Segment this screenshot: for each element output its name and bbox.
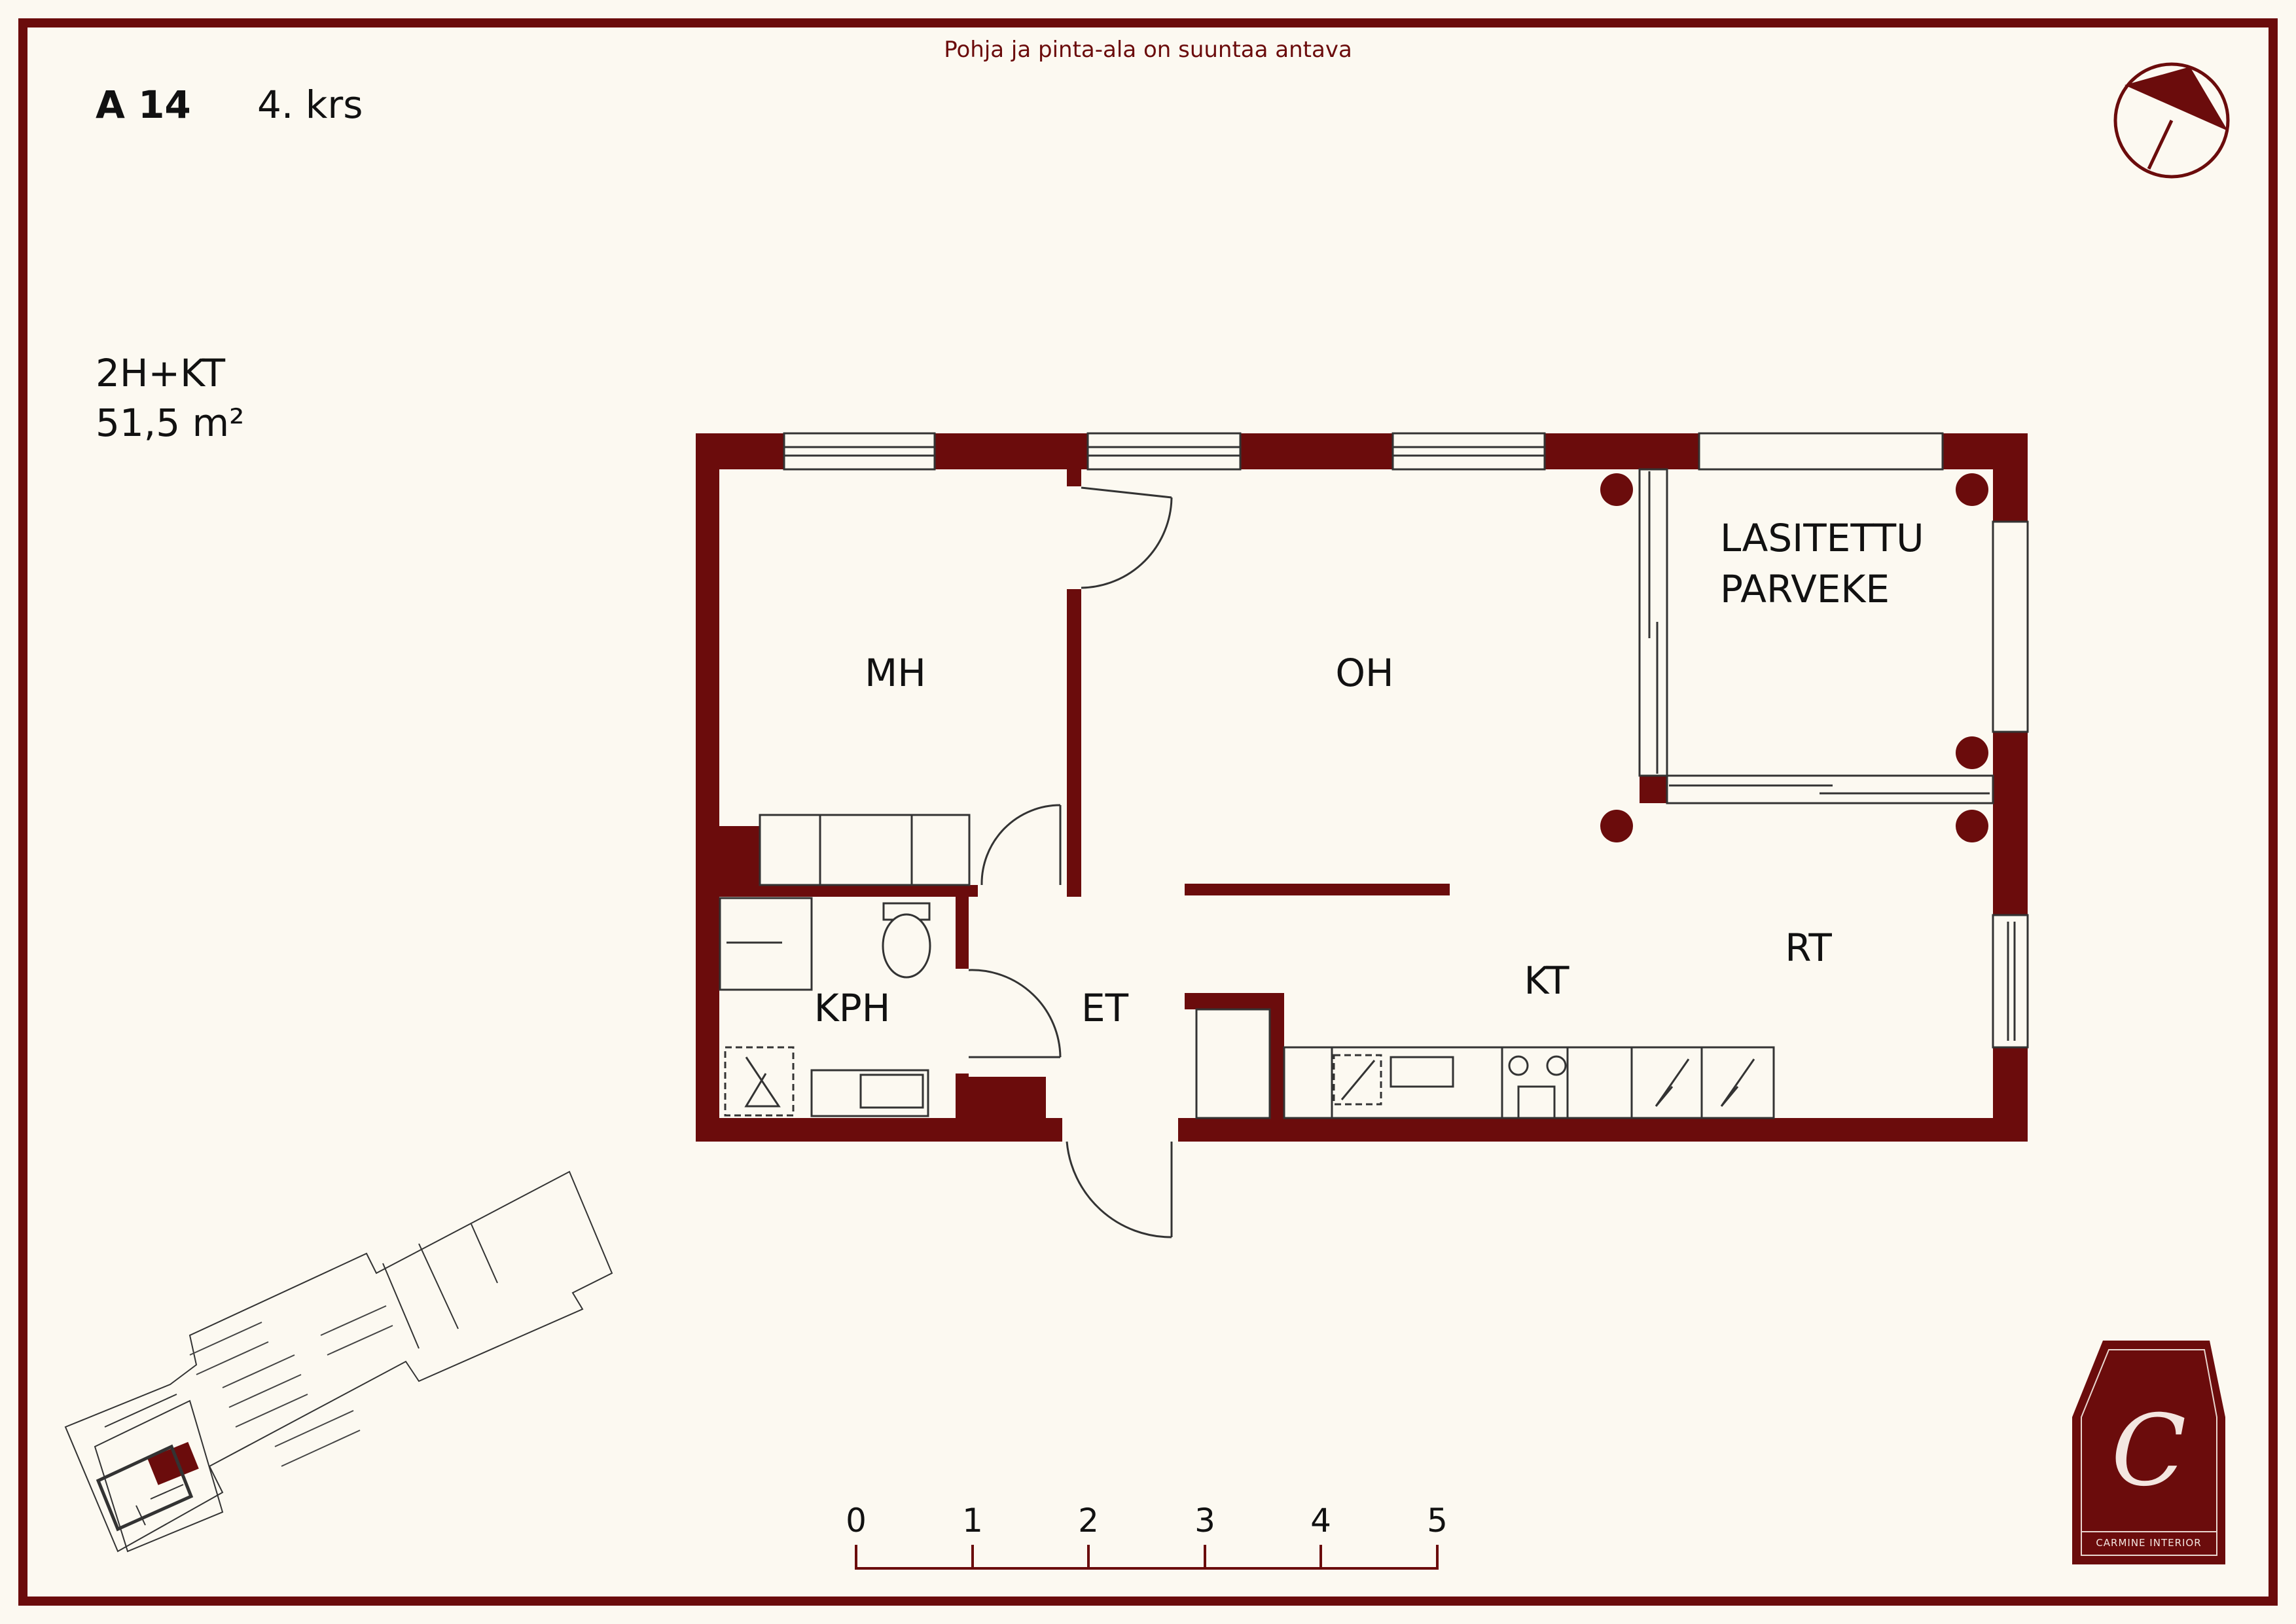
interior-walls bbox=[719, 469, 1667, 1123]
door-swings bbox=[968, 486, 1173, 1238]
room-label-kph: KPH bbox=[814, 986, 891, 1030]
apartment-area: 51,5 m² bbox=[96, 401, 245, 445]
logo-monogram: C bbox=[2111, 1394, 2187, 1508]
floor-plan bbox=[696, 432, 2029, 1238]
scale-tick-label: 2 bbox=[1078, 1502, 1099, 1540]
scale-tick-label: 4 bbox=[1310, 1502, 1331, 1540]
room-label-kt: KT bbox=[1524, 958, 1570, 1003]
room-label-mh: MH bbox=[865, 651, 926, 695]
room-label-balcony-2: PARVEKE bbox=[1720, 567, 1890, 611]
bathroom-fixtures bbox=[719, 897, 931, 1117]
hall-cabinet bbox=[1195, 1008, 1271, 1119]
kitchen-counter bbox=[1283, 1046, 1775, 1119]
balcony-glazing bbox=[1638, 468, 1994, 804]
floor-label: 4. krs bbox=[257, 82, 363, 127]
exterior-walls bbox=[696, 433, 2028, 1142]
page-frame bbox=[18, 18, 2278, 1606]
scale-tick-label: 3 bbox=[1194, 1502, 1215, 1540]
structural-columns bbox=[1600, 473, 1988, 842]
carmine-interior-logo: C CARMINE INTERIOR bbox=[2072, 1341, 2225, 1564]
scale-tick-label: 1 bbox=[962, 1502, 983, 1540]
room-labels: MH OH LASITETTU PARVEKE KPH ET KT RT bbox=[814, 516, 1924, 1030]
site-key-plan bbox=[64, 1170, 613, 1553]
wardrobe bbox=[759, 814, 971, 886]
scale-bar: 0 1 2 3 4 5 bbox=[846, 1502, 1448, 1570]
scale-tick-label: 0 bbox=[846, 1502, 867, 1540]
scale-tick-label: 5 bbox=[1427, 1502, 1448, 1540]
highlighted-apartment bbox=[147, 1441, 199, 1485]
compass-icon bbox=[2113, 62, 2230, 179]
room-label-oh: OH bbox=[1335, 651, 1393, 695]
room-label-rt: RT bbox=[1785, 926, 1832, 970]
windows bbox=[783, 432, 2029, 1049]
apartment-type: 2H+KT bbox=[96, 351, 226, 395]
logo-text: CARMINE INTERIOR bbox=[2096, 1537, 2201, 1549]
room-label-et: ET bbox=[1081, 986, 1129, 1030]
disclaimer-text: Pohja ja pinta-ala on suuntaa antava bbox=[944, 37, 1352, 63]
apartment-id: A 14 bbox=[96, 82, 191, 127]
room-label-balcony-1: LASITETTU bbox=[1720, 516, 1924, 560]
